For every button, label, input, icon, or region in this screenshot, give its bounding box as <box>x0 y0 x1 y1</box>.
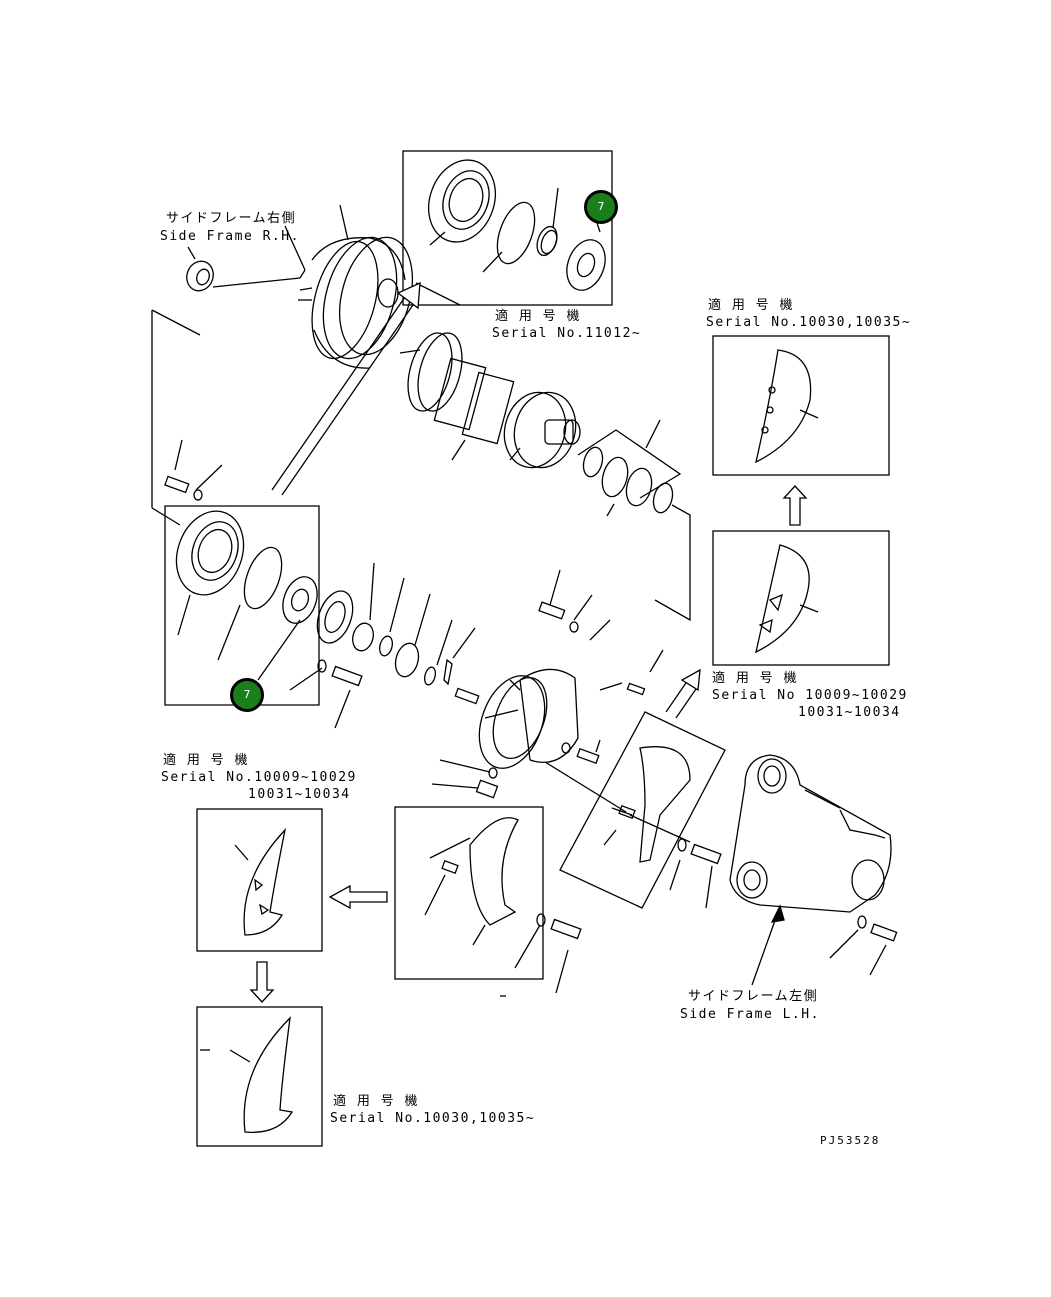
seal-group <box>577 419 691 622</box>
sprocket-hub <box>399 332 581 469</box>
arrow-up-right <box>782 485 808 526</box>
side-frame-lh-label-en: Side Frame L.H. <box>680 1007 820 1022</box>
arrow-to-right-mid <box>665 668 701 719</box>
bolt-washer-left <box>164 439 223 501</box>
side-frame-rh-label-jp: サイドフレーム右側 <box>166 211 297 226</box>
applicable-bottom-label-jp: 適 用 号 機 <box>333 1094 419 1109</box>
inset-box-left-bottom <box>196 1006 323 1147</box>
side-frame-lh <box>729 754 898 986</box>
side-frame-lh-label-jp: サイドフレーム左側 <box>688 989 819 1004</box>
inset-box-right-top <box>712 335 890 476</box>
inset-box-left-mid <box>196 808 323 952</box>
applicable-right-mid-label-en2: 10031~10034 <box>798 705 901 720</box>
applicable-left-label-jp: 適 用 号 機 <box>163 753 249 768</box>
bearing-row <box>289 562 476 729</box>
final-drive-housing <box>298 204 413 369</box>
inset-box-top <box>402 150 613 306</box>
bolt-washer-center <box>538 569 593 633</box>
callout-badge-top[interactable]: 7 <box>584 190 618 224</box>
applicable-left-label-en1: Serial No.10009~10029 <box>161 770 357 785</box>
applicable-bottom-label-en: Serial No.10030,10035~ <box>330 1111 536 1126</box>
bolt-washer-mid <box>317 659 480 705</box>
sprocket-cover <box>431 619 664 813</box>
applicable-right-top-label-en: Serial No.10030,10035~ <box>706 315 912 330</box>
bracket-left <box>151 309 201 526</box>
arrow-to-left-box <box>328 884 388 910</box>
arrow-down <box>249 961 275 1003</box>
callout-badge-bottom[interactable]: 7 <box>230 678 264 712</box>
applicable-left-label-en2: 10031~10034 <box>248 787 351 802</box>
applicable-right-top-label-jp: 適 用 号 機 <box>708 298 794 313</box>
inset-box-lower <box>394 806 582 997</box>
side-frame-rh-part <box>186 225 306 292</box>
side-frame-rh-label-en: Side Frame R.H. <box>160 229 300 244</box>
drawing-number: PJ53528 <box>820 1134 881 1147</box>
assembly-arrow-long <box>271 281 421 496</box>
inset-box-right-mid <box>712 530 890 666</box>
applicable-right-mid-label-jp: 適 用 号 機 <box>712 671 798 686</box>
applicable-top-label-en: Serial No.11012~ <box>492 326 642 341</box>
inset-box-left <box>164 505 320 706</box>
applicable-right-mid-label-en1: Serial No 10009~10029 <box>712 688 908 703</box>
applicable-top-label-jp: 適 用 号 機 <box>495 309 581 324</box>
inset-box-center <box>559 711 726 909</box>
